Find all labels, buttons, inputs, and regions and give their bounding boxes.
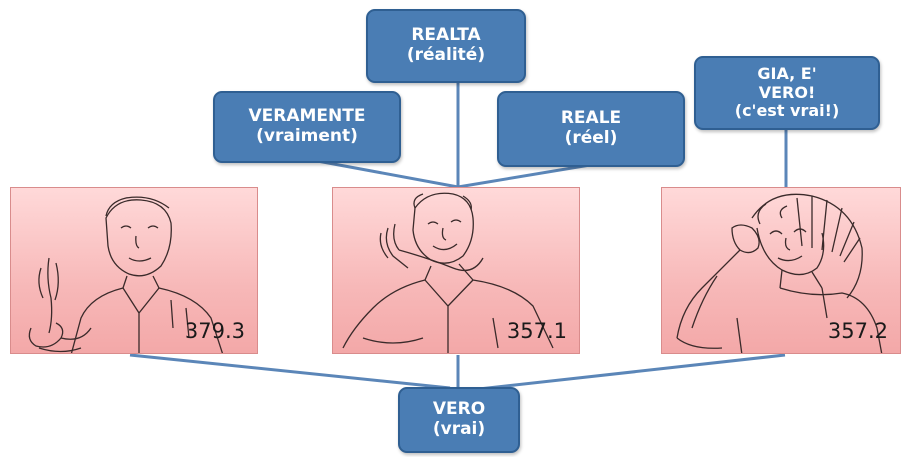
- connector-panel1-vero: [129, 353, 451, 390]
- node-gia-vero-title: GIA, E': [757, 64, 817, 84]
- sign-code-3: 357.2: [827, 319, 888, 343]
- connector-panel3-vero: [469, 353, 786, 392]
- node-gia-vero-translation: (c'est vrai!): [734, 101, 840, 121]
- node-reale: REALE (réel): [497, 91, 685, 167]
- signer-illustration-2: [342, 192, 554, 353]
- node-realta-translation: (réalité): [406, 45, 486, 65]
- sign-panel-2: 357.1: [332, 187, 580, 354]
- node-vero-translation: (vrai): [432, 419, 486, 439]
- node-vero-title: VERO: [432, 399, 486, 420]
- node-reale-title: REALE: [560, 108, 622, 129]
- node-reale-translation: (réel): [564, 128, 618, 148]
- node-veramente-translation: (vraiment): [256, 126, 358, 146]
- node-veramente-title: VERAMENTE: [248, 106, 366, 127]
- signer-illustration-3: [676, 193, 883, 353]
- connector-veramente: [311, 158, 459, 189]
- node-realta: REALTA (réalité): [366, 9, 526, 83]
- sign-code-2: 357.1: [506, 319, 567, 343]
- node-vero: VERO (vrai): [398, 387, 520, 453]
- node-veramente: VERAMENTE (vraiment): [213, 91, 401, 163]
- connector-reale: [457, 163, 591, 189]
- sign-code-1: 379.3: [184, 319, 245, 343]
- node-gia-vero-title2: VERO!: [758, 82, 816, 102]
- signer-illustration-1: [28, 196, 224, 353]
- node-realta-title: REALTA: [411, 25, 481, 46]
- node-gia-vero: GIA, E' VERO! (c'est vrai!): [694, 56, 880, 130]
- sign-panel-3: 357.2: [661, 187, 901, 354]
- sign-panel-1: 379.3: [10, 187, 258, 354]
